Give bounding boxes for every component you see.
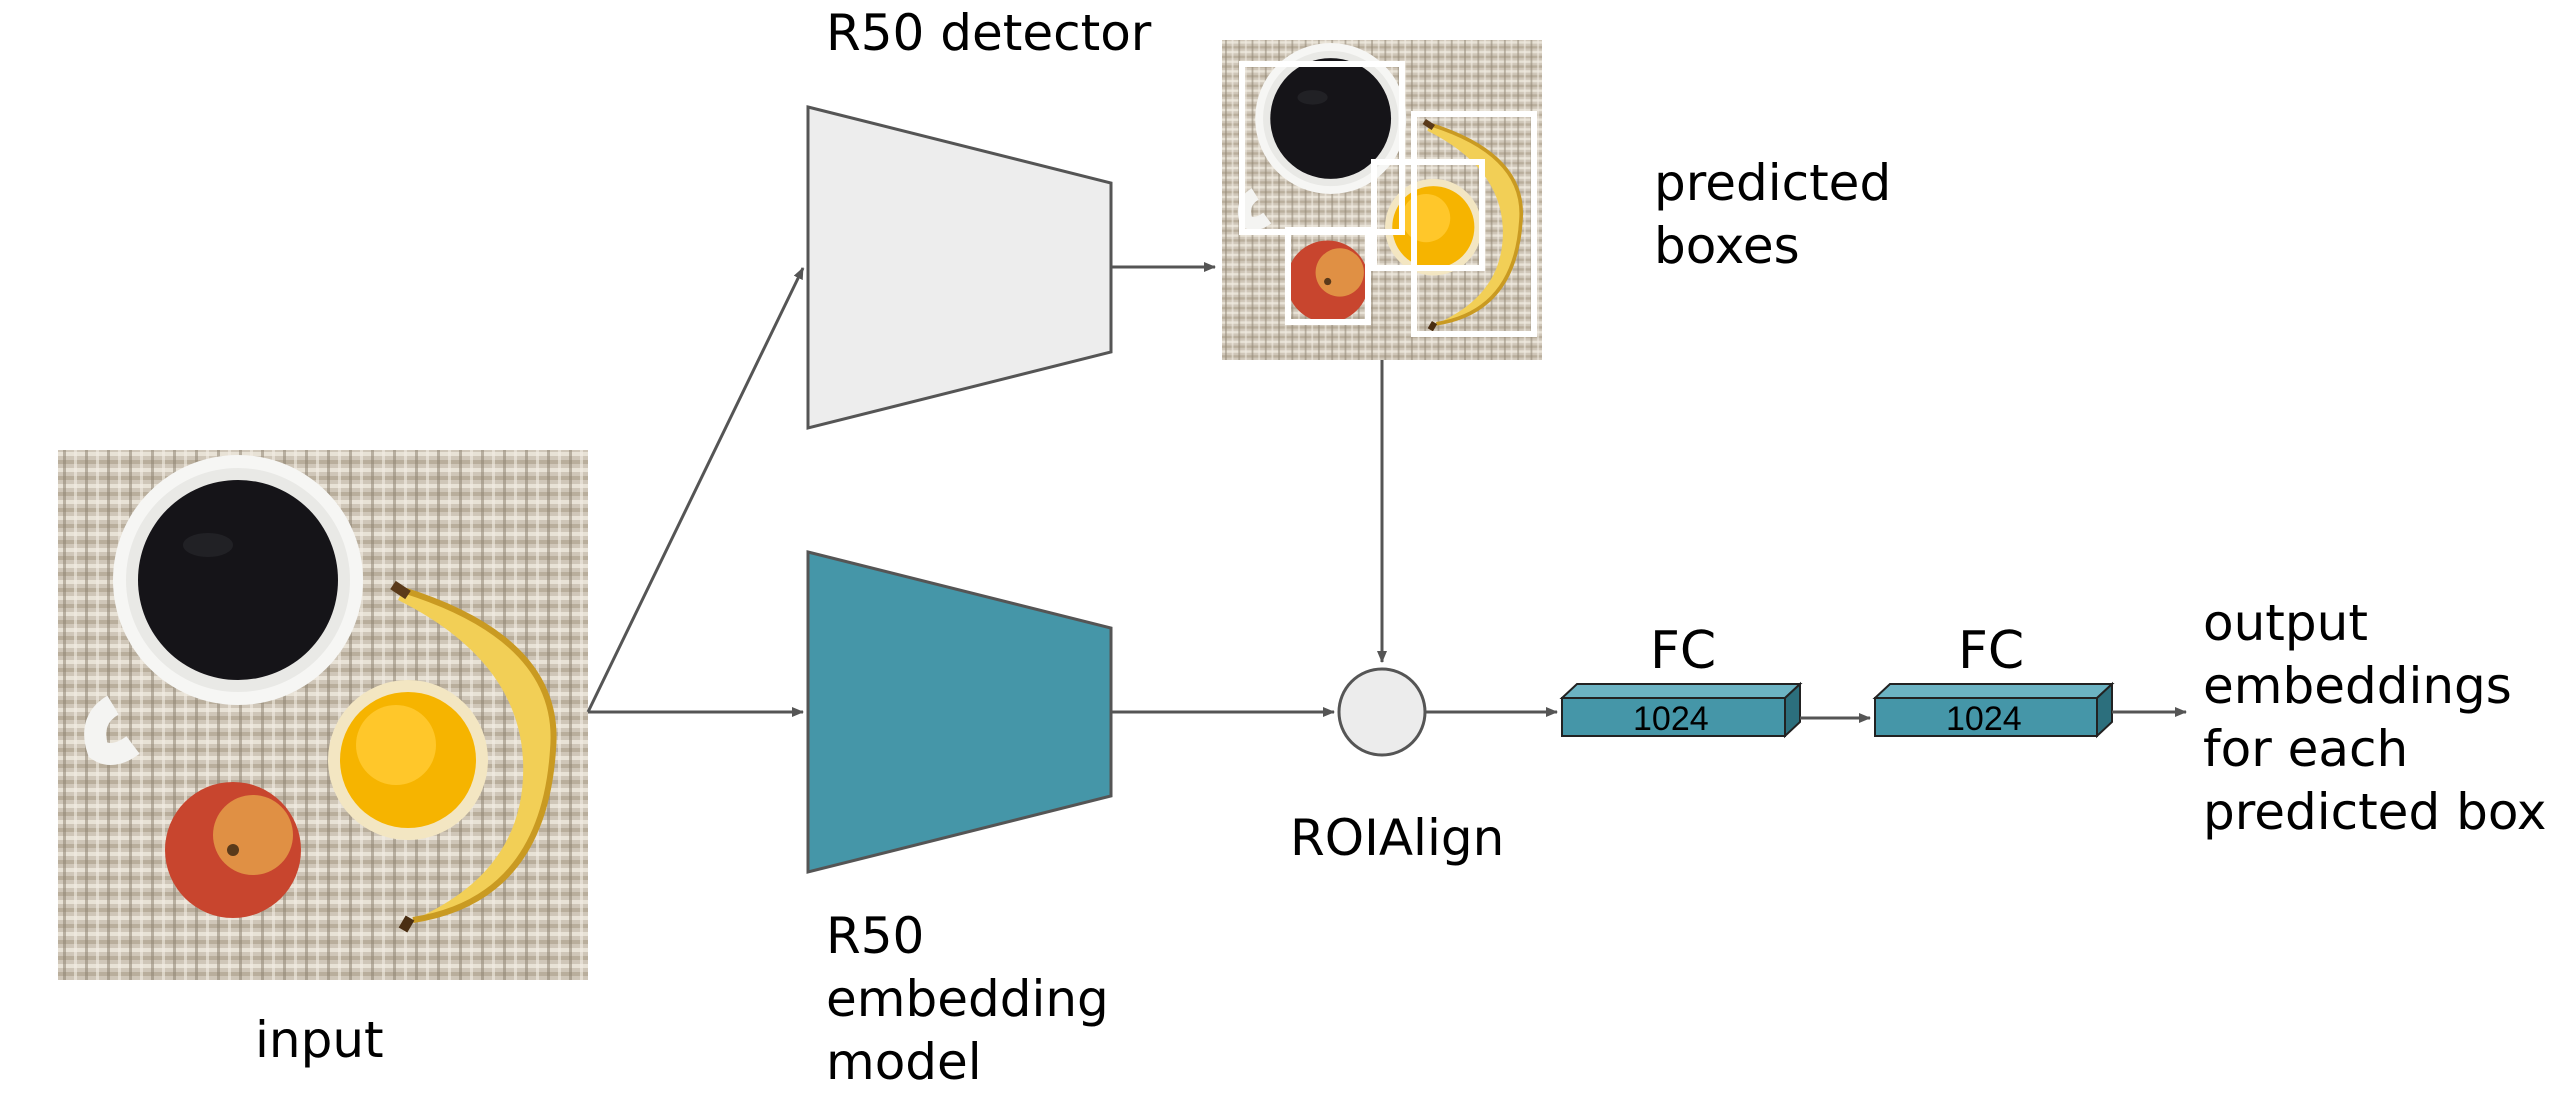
box-apple <box>1285 227 1371 325</box>
roialign-node <box>1337 667 1427 757</box>
roialign-label: ROIAlign <box>1290 809 1504 867</box>
embedding-label-line3: model <box>826 1033 982 1091</box>
input-label: input <box>255 1011 384 1069</box>
output-label-line1: output <box>2203 594 2368 652</box>
fc2-dimension: 1024 <box>1946 700 2022 738</box>
predicted-boxes-label-line2: boxes <box>1654 217 1800 275</box>
arrow-input-to-detector <box>586 267 805 713</box>
box-banana <box>1411 111 1537 337</box>
fc2-heading: FC <box>1958 621 2024 681</box>
fc1-block <box>1559 681 1803 739</box>
output-label-line4: predicted box <box>2203 783 2546 841</box>
input-image <box>58 450 588 980</box>
embedding-model-shape <box>806 550 1113 874</box>
detector-label: R50 detector <box>826 4 1152 62</box>
output-label-line2: embeddings <box>2203 657 2512 715</box>
embedding-label-line2: embedding <box>826 970 1109 1028</box>
fc1-heading: FC <box>1650 621 1716 681</box>
output-label-line3: for each <box>2203 720 2408 778</box>
fc2-block <box>1872 681 2115 739</box>
predicted-boxes-image <box>1222 40 1542 360</box>
box-juice <box>1371 159 1485 271</box>
embedding-label-line1: R50 <box>826 907 924 965</box>
predicted-boxes-label-line1: predicted <box>1654 154 1891 212</box>
fc1-dimension: 1024 <box>1633 700 1709 738</box>
detector-model-shape <box>806 105 1113 430</box>
